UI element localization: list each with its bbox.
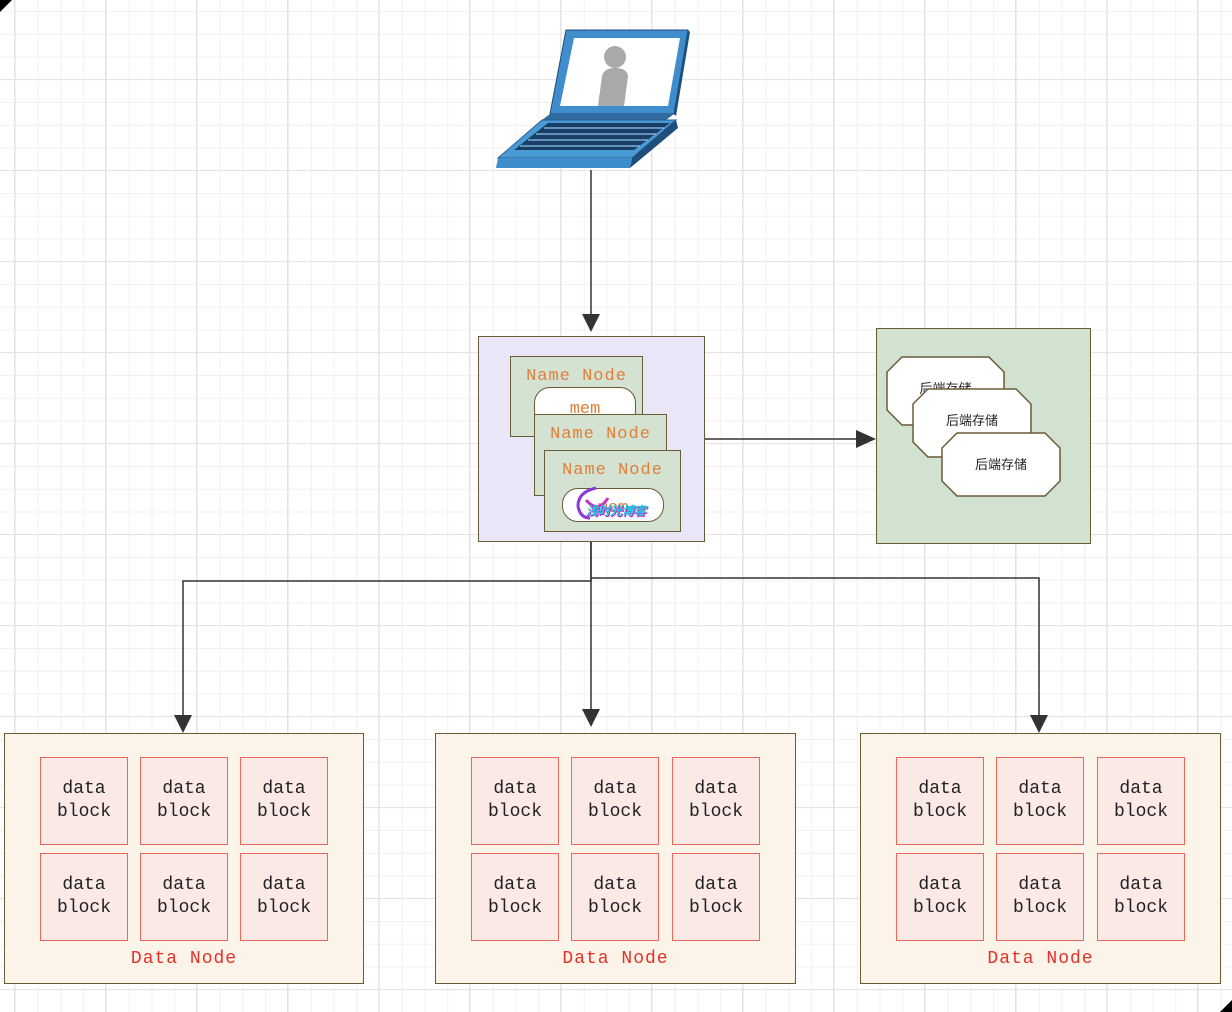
data-block[interactable]: data block xyxy=(1097,853,1185,941)
data-block[interactable]: data block xyxy=(672,757,760,845)
storage-group[interactable]: 后端存储 后端存储 后端存储 xyxy=(876,328,1091,544)
block-line: block xyxy=(156,898,211,918)
block-line: data xyxy=(593,779,637,799)
edge-client-to-namenode xyxy=(582,170,600,332)
datanode-label: Data Node xyxy=(130,949,238,969)
block-line: data xyxy=(262,875,306,895)
edge-namenode-to-datanode-2 xyxy=(582,542,600,727)
block-line: block xyxy=(587,898,642,918)
block-line: block xyxy=(487,802,542,822)
block-line: data xyxy=(1018,875,1062,895)
block-line: block xyxy=(156,802,211,822)
block-line: data xyxy=(918,875,962,895)
namenode-title: Name Node xyxy=(550,425,651,444)
block-line: block xyxy=(56,898,111,918)
block-line: data xyxy=(162,875,206,895)
namenode-title: Name Node xyxy=(562,461,663,480)
block-line: data xyxy=(593,875,637,895)
data-block[interactable]: data block xyxy=(140,853,228,941)
block-line: block xyxy=(688,802,743,822)
storage-item[interactable]: 后端存储 xyxy=(941,432,1061,497)
block-line: block xyxy=(1113,802,1168,822)
data-block[interactable]: data block xyxy=(240,853,328,941)
namenode-group[interactable]: Name Node mem Name Node Name Node mem xyxy=(478,336,705,542)
block-line: data xyxy=(1119,779,1163,799)
data-block[interactable]: data block xyxy=(996,853,1084,941)
block-line: data xyxy=(162,779,206,799)
block-line: data xyxy=(918,779,962,799)
block-line: block xyxy=(1012,898,1067,918)
namenode-card[interactable]: Name Node mem xyxy=(544,450,681,532)
block-line: data xyxy=(1018,779,1062,799)
arrowhead-icon xyxy=(582,314,600,332)
block-line: data xyxy=(694,779,738,799)
laptop-user-icon xyxy=(496,29,690,168)
data-block[interactable]: data block xyxy=(40,853,128,941)
block-line: data xyxy=(262,779,306,799)
edge-namenode-to-datanode-3 xyxy=(591,577,1048,733)
block-line: data xyxy=(694,875,738,895)
namenode-title: Name Node xyxy=(526,367,627,386)
block-line: block xyxy=(256,898,311,918)
edge-namenode-to-storage xyxy=(705,430,876,448)
arrowhead-icon xyxy=(582,709,600,727)
block-line: block xyxy=(912,898,967,918)
arrowhead-icon xyxy=(856,430,876,448)
block-line: data xyxy=(493,779,537,799)
data-block[interactable]: data block xyxy=(896,853,984,941)
block-line: block xyxy=(256,802,311,822)
data-block[interactable]: data block xyxy=(571,853,659,941)
block-line: block xyxy=(587,802,642,822)
frame-corner xyxy=(1220,1000,1232,1012)
arrowhead-icon xyxy=(1030,715,1048,733)
data-block[interactable]: data block xyxy=(240,757,328,845)
data-block[interactable]: data block xyxy=(672,853,760,941)
block-line: block xyxy=(688,898,743,918)
storage-label: 后端存储 xyxy=(974,458,1027,473)
block-line: block xyxy=(1012,802,1067,822)
data-block[interactable]: data block xyxy=(471,853,559,941)
data-block[interactable]: data block xyxy=(896,757,984,845)
storage-label: 后端存储 xyxy=(945,414,998,429)
block-line: block xyxy=(1113,898,1168,918)
client-laptop[interactable] xyxy=(494,28,690,172)
datanode-label: Data Node xyxy=(562,949,669,969)
mem-pill: mem xyxy=(562,488,664,522)
block-line: block xyxy=(912,802,967,822)
block-line: data xyxy=(62,779,106,799)
block-line: block xyxy=(56,802,111,822)
arrowhead-icon xyxy=(174,715,192,733)
data-block[interactable]: data block xyxy=(471,757,559,845)
frame-corner xyxy=(0,0,12,12)
block-line: block xyxy=(487,898,542,918)
data-block[interactable]: data block xyxy=(1097,757,1185,845)
datanode-label: Data Node xyxy=(987,949,1094,969)
data-block[interactable]: data block xyxy=(40,757,128,845)
block-line: data xyxy=(1119,875,1163,895)
data-block[interactable]: data block xyxy=(571,757,659,845)
data-block[interactable]: data block xyxy=(140,757,228,845)
block-line: data xyxy=(493,875,537,895)
block-line: data xyxy=(62,875,106,895)
edge-namenode-to-datanode-1 xyxy=(174,542,592,733)
data-block[interactable]: data block xyxy=(996,757,1084,845)
